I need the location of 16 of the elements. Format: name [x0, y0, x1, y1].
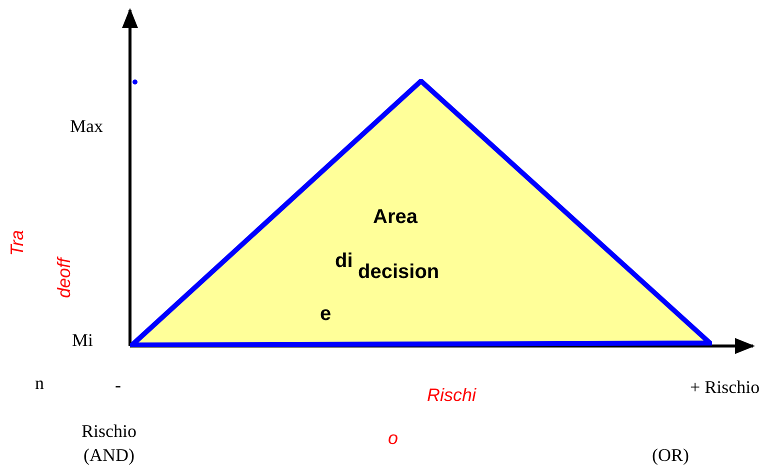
area-text: di — [335, 249, 353, 273]
axis-tick-label: (OR) — [652, 444, 689, 467]
axis-tick-label: Mi — [72, 329, 94, 352]
axis-title: o — [388, 427, 398, 450]
axis-title: Tra — [6, 230, 28, 256]
axis-tick-label: Max — [70, 115, 103, 138]
axis-tick-label: + Rischio — [690, 376, 760, 399]
decision-area-triangle — [130, 79, 712, 347]
axis-title: deoff — [53, 258, 76, 298]
area-title: Area — [373, 205, 418, 229]
axis-title: Rischi — [427, 384, 476, 407]
axis-tick-label: n — [35, 372, 44, 395]
area-text: e — [320, 302, 332, 326]
area-text: decision — [358, 260, 440, 284]
axis-tick-label: - — [115, 374, 121, 397]
axis-tick-label: Rischio (AND) — [80, 420, 138, 467]
